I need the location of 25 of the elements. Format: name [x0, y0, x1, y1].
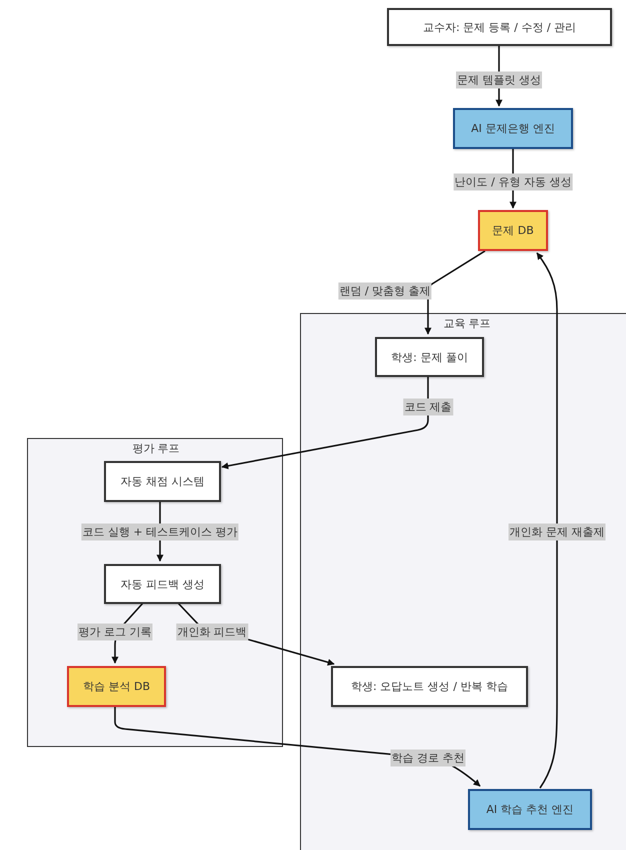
edge-label: 학습 경로 추천	[390, 750, 466, 766]
edge-label: 랜덤 / 맞춤형 출제	[338, 282, 432, 300]
database-box: 문제 DB	[478, 210, 548, 251]
engine-box: AI 문제은행 엔진	[453, 108, 573, 149]
edge-label: 코드 실행 + 테스트케이스 평가	[81, 524, 239, 540]
process-box: 자동 피드백 생성	[104, 564, 221, 604]
engine-box: AI 학습 추천 엔진	[468, 789, 592, 830]
edge-label: 난이도 / 유형 자동 생성	[454, 174, 572, 190]
arrow	[221, 376, 429, 470]
process-box: 자동 채점 시스템	[104, 461, 221, 502]
database-box: 학습 분석 DB	[67, 666, 166, 707]
arrow	[536, 252, 558, 788]
group-title: 교육 루프	[443, 316, 491, 331]
process-box: 학생: 오답노트 생성 / 반복 학습	[331, 666, 528, 707]
edge-label: 코드 제출	[403, 398, 453, 416]
edge-label: 평가 로그 기록	[78, 624, 152, 640]
process-box: 학생: 문제 풀이	[375, 337, 484, 377]
edge-label: 문제 템플릿 생성	[456, 72, 542, 88]
process-box: 교수자: 문제 등록 / 수정 / 관리	[387, 8, 612, 46]
group-panel	[27, 438, 283, 747]
group-panel	[300, 313, 626, 850]
arrow	[424, 250, 486, 335]
edge-label: 개인화 피드백	[176, 624, 248, 640]
edge-label: 개인화 문제 재출제	[508, 524, 606, 540]
group-title: 평가 루프	[132, 441, 180, 456]
